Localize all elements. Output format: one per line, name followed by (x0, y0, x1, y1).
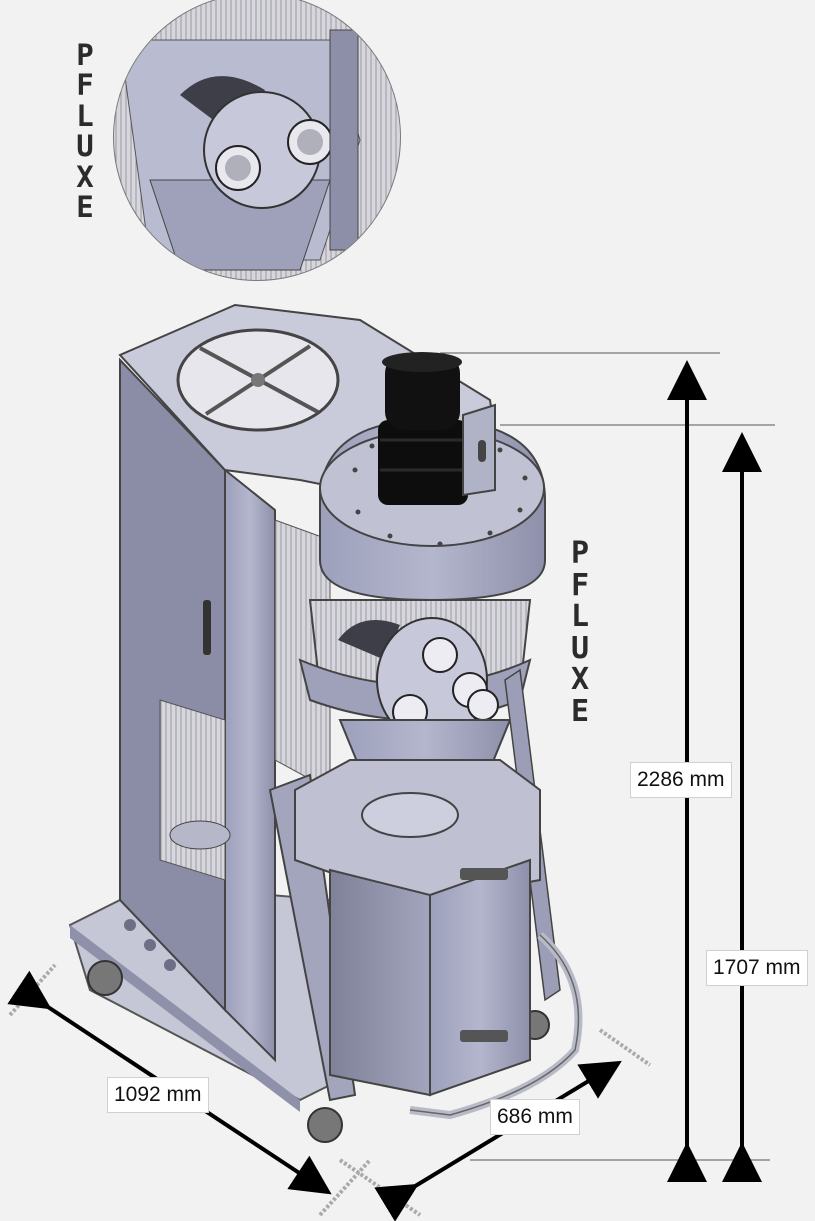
brand-letter: F (76, 68, 94, 103)
brand-letter: X (570, 662, 590, 697)
brand-letter: E (570, 693, 590, 729)
brand-letter: U (76, 129, 94, 164)
brand-letter: L (570, 599, 590, 634)
brand-letter: X (76, 159, 94, 194)
dimension-label-depth: 1092 mm (107, 1077, 209, 1113)
brand-logo-side: P F L U X E (566, 538, 594, 727)
inlet-detail-inset (113, 0, 401, 281)
dimension-label-height-total: 2286 mm (630, 762, 732, 798)
brand-letter: F (570, 567, 590, 603)
top-access-hatch (176, 328, 340, 432)
dimension-label-width: 686 mm (490, 1099, 580, 1135)
brand-letter: P (570, 536, 590, 571)
dust-collector-machine (68, 303, 583, 1143)
brand-letter: U (570, 630, 590, 666)
inlet-ports (376, 617, 499, 743)
blower-motor (378, 352, 468, 505)
brand-letter: P (76, 38, 94, 72)
brand-letter: L (76, 98, 94, 133)
brand-letter: E (76, 190, 94, 225)
dimension-label-height-inlet: 1707 mm (706, 950, 808, 986)
brand-logo-top: P F L U X E (72, 40, 98, 223)
